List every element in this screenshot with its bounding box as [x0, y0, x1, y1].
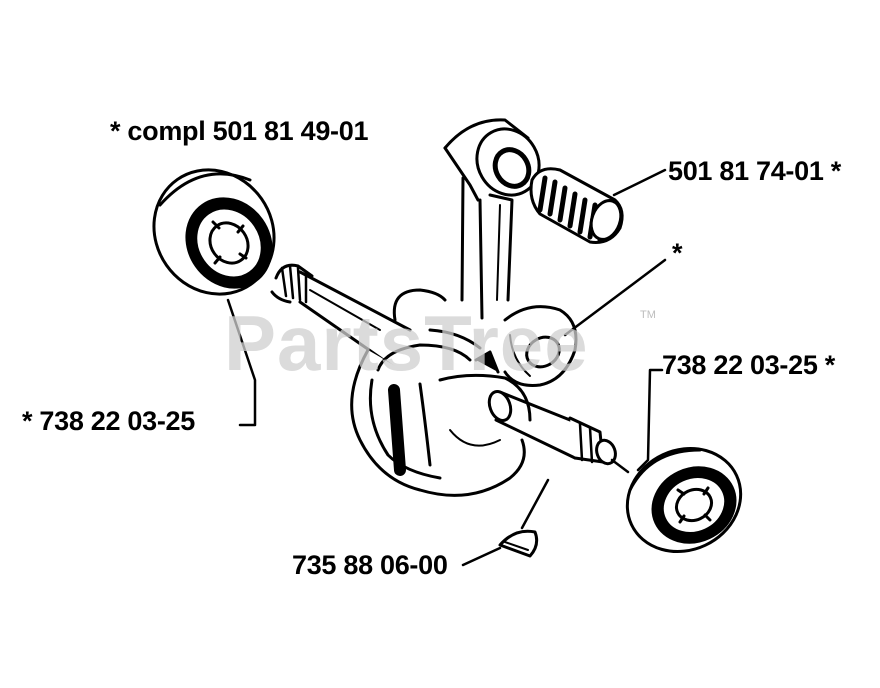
- label-left-bearing: * 738 22 03-25: [22, 406, 195, 436]
- crank-pin: [503, 305, 578, 387]
- watermark-text: PartsTree: [224, 299, 589, 387]
- right-shaft: [487, 389, 617, 466]
- label-needle-bearing: 501 81 74-01 *: [668, 156, 841, 186]
- label-asterisk-crank-pin: *: [672, 238, 683, 268]
- watermark-trademark: TM: [640, 309, 656, 321]
- needle-bearing: [529, 167, 624, 244]
- label-complete-crankshaft: * compl 501 81 49-01: [110, 116, 369, 146]
- leader-lines: [226, 168, 667, 567]
- connecting-rod: [443, 118, 541, 320]
- label-woodruff-key: 735 88 06-00: [292, 550, 448, 580]
- label-right-bearing: 738 22 03-25 *: [662, 350, 835, 380]
- right-bearing: [625, 446, 743, 554]
- left-bearing: [152, 168, 276, 296]
- woodruff-key: [498, 529, 539, 558]
